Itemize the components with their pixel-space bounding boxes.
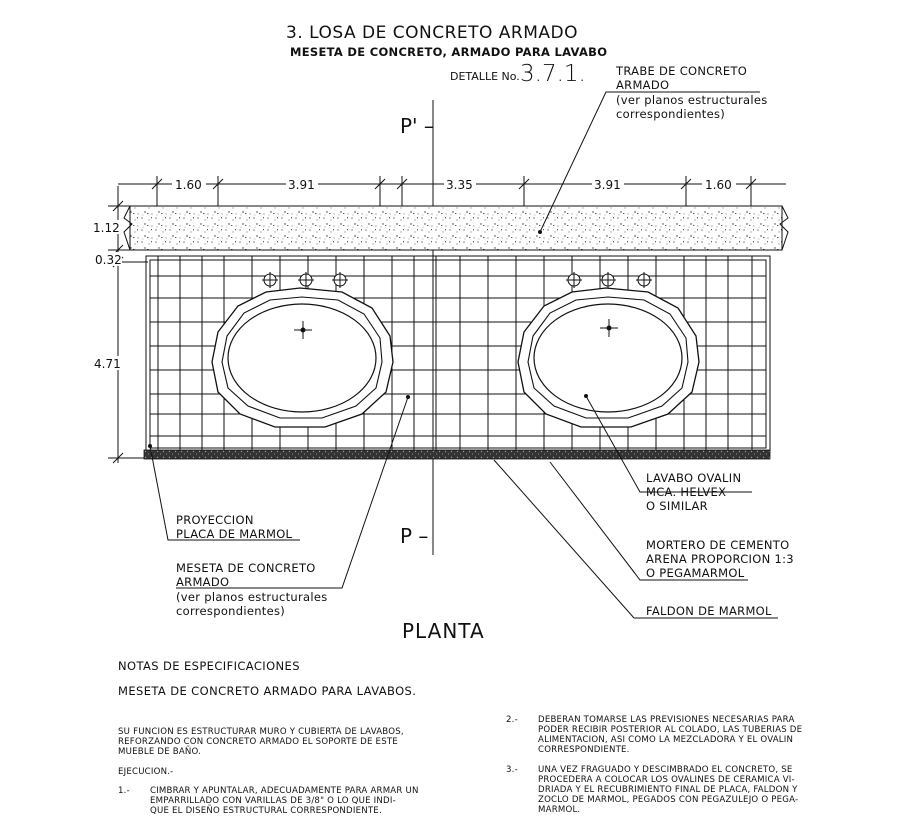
label-trabe-line1: TRABE DE CONCRETO — [615, 64, 747, 78]
drawing-subtitle: MESETA DE CONCRETO, ARMADO PARA LAVABO — [290, 45, 607, 59]
notes-step2-number: 2.- — [506, 715, 518, 725]
label-faldon: FALDON DE MARMOL — [646, 604, 772, 618]
dim-label-h1: 1.60 — [175, 178, 202, 192]
label-meseta-line3: (ver planos estructurales — [176, 590, 328, 604]
label-lavabo-line1: LAVABO OVALIN — [646, 471, 741, 485]
faucet-holes-left — [262, 272, 348, 288]
label-trabe-line3: (ver planos estructurales — [616, 93, 768, 107]
basin-right — [517, 287, 700, 428]
mortar-apron-strip — [143, 449, 771, 460]
dim-label-v1: 1.12 — [93, 221, 120, 235]
label-proyeccion-line1: PROYECCION — [176, 513, 254, 527]
label-meseta-line4: correspondientes) — [176, 604, 285, 618]
notes-step2-line4: CORRESPONDIENTE. — [538, 745, 630, 755]
notes-step1-line2: EMPARRILLADO CON VARILLAS DE 3/8" O LO Q… — [150, 796, 396, 806]
dim-label-v2: 0.32 — [95, 253, 122, 267]
notes-function-line1: SU FUNCION ES ESTRUCTURAR MURO Y CUBIERT… — [118, 727, 404, 737]
notes-step1-line3: QUE EL DISEÑO ESTRUCTURAL CORRESPONDIENT… — [150, 805, 382, 816]
section-mark-top: P' – — [400, 114, 434, 138]
notes-step3-line3: DRIADA Y EL RECUBRIMIENTO FINAL DE PLACA… — [538, 785, 798, 795]
label-mortero-line2: ARENA PROPORCION 1:3 — [646, 552, 794, 566]
concrete-beam-section — [123, 205, 789, 251]
label-meseta-line2: ARMADO — [176, 575, 229, 589]
notes-step3-line4: ZOCLO DE MARMOL, PEGADOS CON PEGAZULEJO … — [538, 795, 798, 805]
drain-mark-left — [294, 321, 312, 339]
notes-execution-heading: EJECUCION.- — [118, 767, 173, 777]
dim-label-h4: 3.91 — [594, 178, 621, 192]
basin-left — [211, 287, 394, 428]
leader-lines — [149, 91, 778, 619]
label-meseta-line1: MESETA DE CONCRETO — [176, 561, 316, 575]
label-mortero-line3: O PEGAMARMOL — [646, 566, 745, 580]
view-title-planta: PLANTA — [402, 619, 485, 643]
notes-step3-line1: UNA VEZ FRAGUADO Y DESCIMBRADO EL CONCRE… — [538, 765, 793, 775]
notes-step1-line1: CIMBRAR Y APUNTALAR, ADECUADAMENTE PARA … — [150, 786, 419, 796]
dim-label-h3: 3.35 — [446, 178, 473, 192]
horizontal-dimension-string — [118, 176, 786, 210]
notes-step2-line2: PODER RECIBIR POSTERIOR AL COLADO, LAS T… — [538, 725, 802, 735]
label-mortero-line1: MORTERO DE CEMENTO — [646, 538, 789, 552]
faucet-holes-right — [566, 272, 652, 288]
notes-step3-line5: MARMOL. — [538, 805, 580, 815]
drawing-title: 3. LOSA DE CONCRETO ARMADO — [286, 23, 578, 43]
notes-heading: NOTAS DE ESPECIFICACIONES — [118, 659, 300, 673]
detail-prefix: DETALLE No. — [450, 70, 520, 83]
leader-arrowheads — [148, 230, 588, 448]
dim-label-v3: 4.71 — [94, 357, 121, 371]
notes-step1-number: 1.- — [118, 786, 130, 796]
notes-function-line2: REFORZANDO CON CONCRETO ARMADO EL SOPORT… — [118, 737, 398, 747]
label-lavabo-line2: MCA. HELVEX — [646, 485, 726, 499]
label-lavabo-line3: O SIMILAR — [646, 499, 708, 513]
drain-mark-right — [600, 319, 618, 337]
detail-number: 3.7.1. — [520, 61, 586, 87]
label-trabe-line4: correspondientes) — [616, 107, 725, 121]
section-mark-bottom: P – — [400, 524, 428, 548]
notes-step3-line2: PROCEDERA A COLOCAR LOS OVALINES DE CERA… — [538, 775, 795, 785]
notes-item-title: MESETA DE CONCRETO ARMADO PARA LAVABOS. — [118, 684, 416, 698]
notes-step3-number: 3.- — [506, 765, 518, 775]
dim-label-h2: 3.91 — [288, 178, 315, 192]
vertical-dimension-string — [92, 186, 148, 464]
notes-step2-line1: DEBERAN TOMARSE LAS PREVISIONES NECESARI… — [538, 715, 795, 725]
notes-function-line3: MUEBLE DE BAÑO. — [118, 746, 201, 757]
label-trabe-line2: ARMADO — [616, 78, 669, 92]
label-proyeccion-line2: PLACA DE MARMOL — [176, 527, 293, 541]
notes-step2-line3: ALIMENTACION, ASI COMO LA MEZCLADORA Y E… — [538, 735, 793, 745]
dim-label-h5: 1.60 — [705, 178, 732, 192]
